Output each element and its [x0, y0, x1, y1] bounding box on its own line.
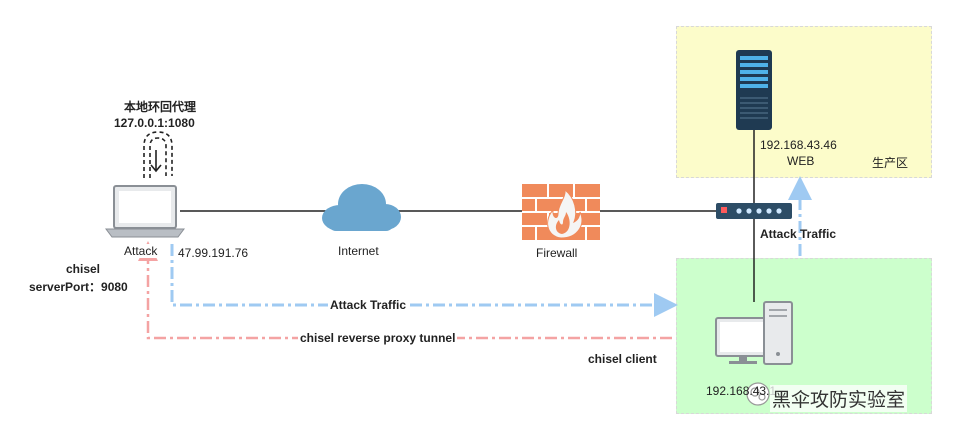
reverse-tunnel-path [138, 241, 672, 340]
watermark-logo [746, 382, 770, 406]
cloud-icon [322, 184, 401, 231]
attack-traffic-vertical-label: Attack Traffic [760, 227, 837, 241]
chisel-label: chisel [66, 262, 101, 276]
internet-label: Internet [338, 244, 379, 258]
loopback-address: 127.0.0.1:1080 [114, 116, 195, 130]
attack-ip-label: 47.99.191.76 [178, 246, 249, 260]
laptop-icon [105, 185, 185, 238]
server-icon [736, 50, 772, 130]
production-zone-label: 生产区 [872, 156, 909, 170]
loopback-title: 本地环回代理 [124, 100, 197, 114]
firewall-icon [522, 184, 600, 240]
attack-host-label: Attack [124, 244, 158, 258]
switch-icon [716, 203, 792, 219]
server-port-label: serverPort：9080 [29, 280, 128, 294]
web-label: WEB [787, 154, 815, 168]
web-ip-label: 192.168.43.46 [760, 138, 837, 152]
client-ip-label: 192.168.43.1 [706, 384, 777, 398]
attack-traffic-path [170, 176, 812, 317]
firewall-label: Firewall [536, 246, 578, 260]
network-links [180, 130, 755, 302]
attack-traffic-label: Attack Traffic [328, 298, 409, 312]
desktop-computer-icon [715, 301, 793, 365]
production-zone [676, 26, 932, 178]
watermark-text: 黑伞攻防实验室 [770, 385, 908, 412]
chisel-client-label: chisel client [588, 352, 657, 366]
loopback-icon [143, 131, 173, 178]
reverse-tunnel-label: chisel reverse proxy tunnel [298, 331, 458, 345]
